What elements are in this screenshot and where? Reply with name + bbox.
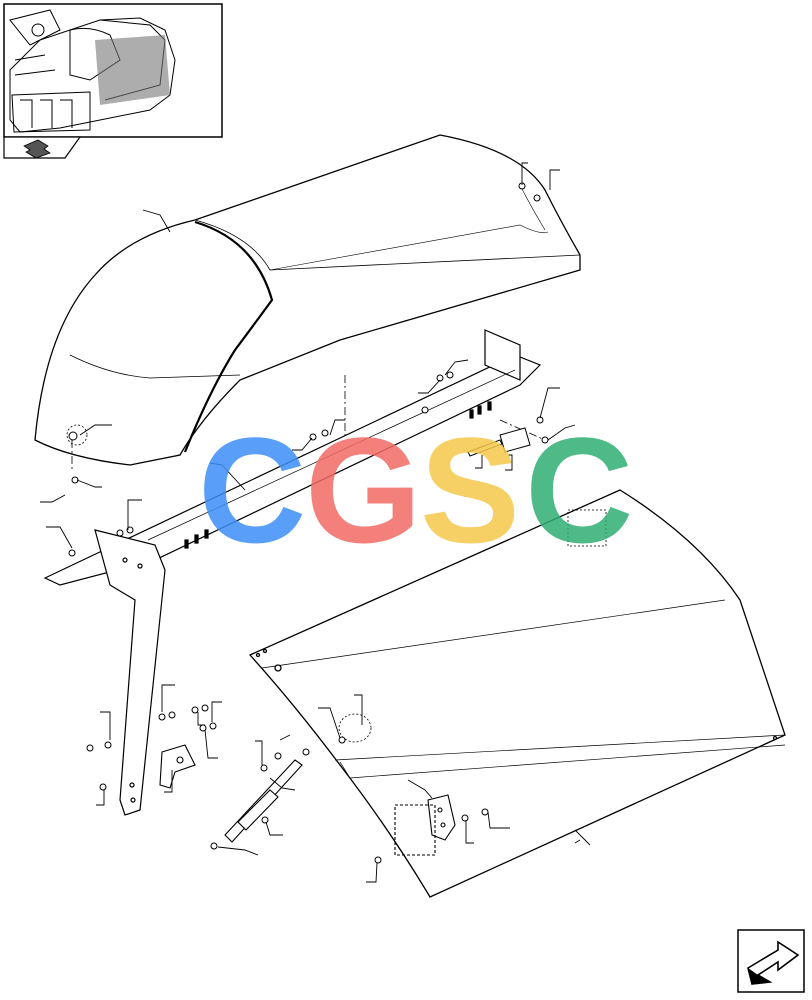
detail-circles xyxy=(66,424,607,743)
watermark-letter-c2: C xyxy=(525,406,633,574)
watermark-letter-g: G xyxy=(305,406,422,574)
side-rail xyxy=(43,329,542,586)
hood-cover xyxy=(34,134,581,466)
locator-inset xyxy=(3,3,223,159)
hardware-fasteners xyxy=(68,182,549,864)
hinged-panel xyxy=(248,489,786,898)
next-page-arrow-icon[interactable] xyxy=(737,929,805,993)
watermark-letter-c1: C xyxy=(198,406,306,574)
hinge-bracket xyxy=(159,744,196,789)
watermark: C G S C xyxy=(198,406,633,574)
panel-hinge xyxy=(394,794,456,856)
locator-arrow-icon xyxy=(23,139,51,159)
support-bracket xyxy=(94,529,166,816)
leader-lines xyxy=(40,162,591,883)
gas-strut xyxy=(224,759,303,843)
watermark-letter-s: S xyxy=(420,406,520,574)
